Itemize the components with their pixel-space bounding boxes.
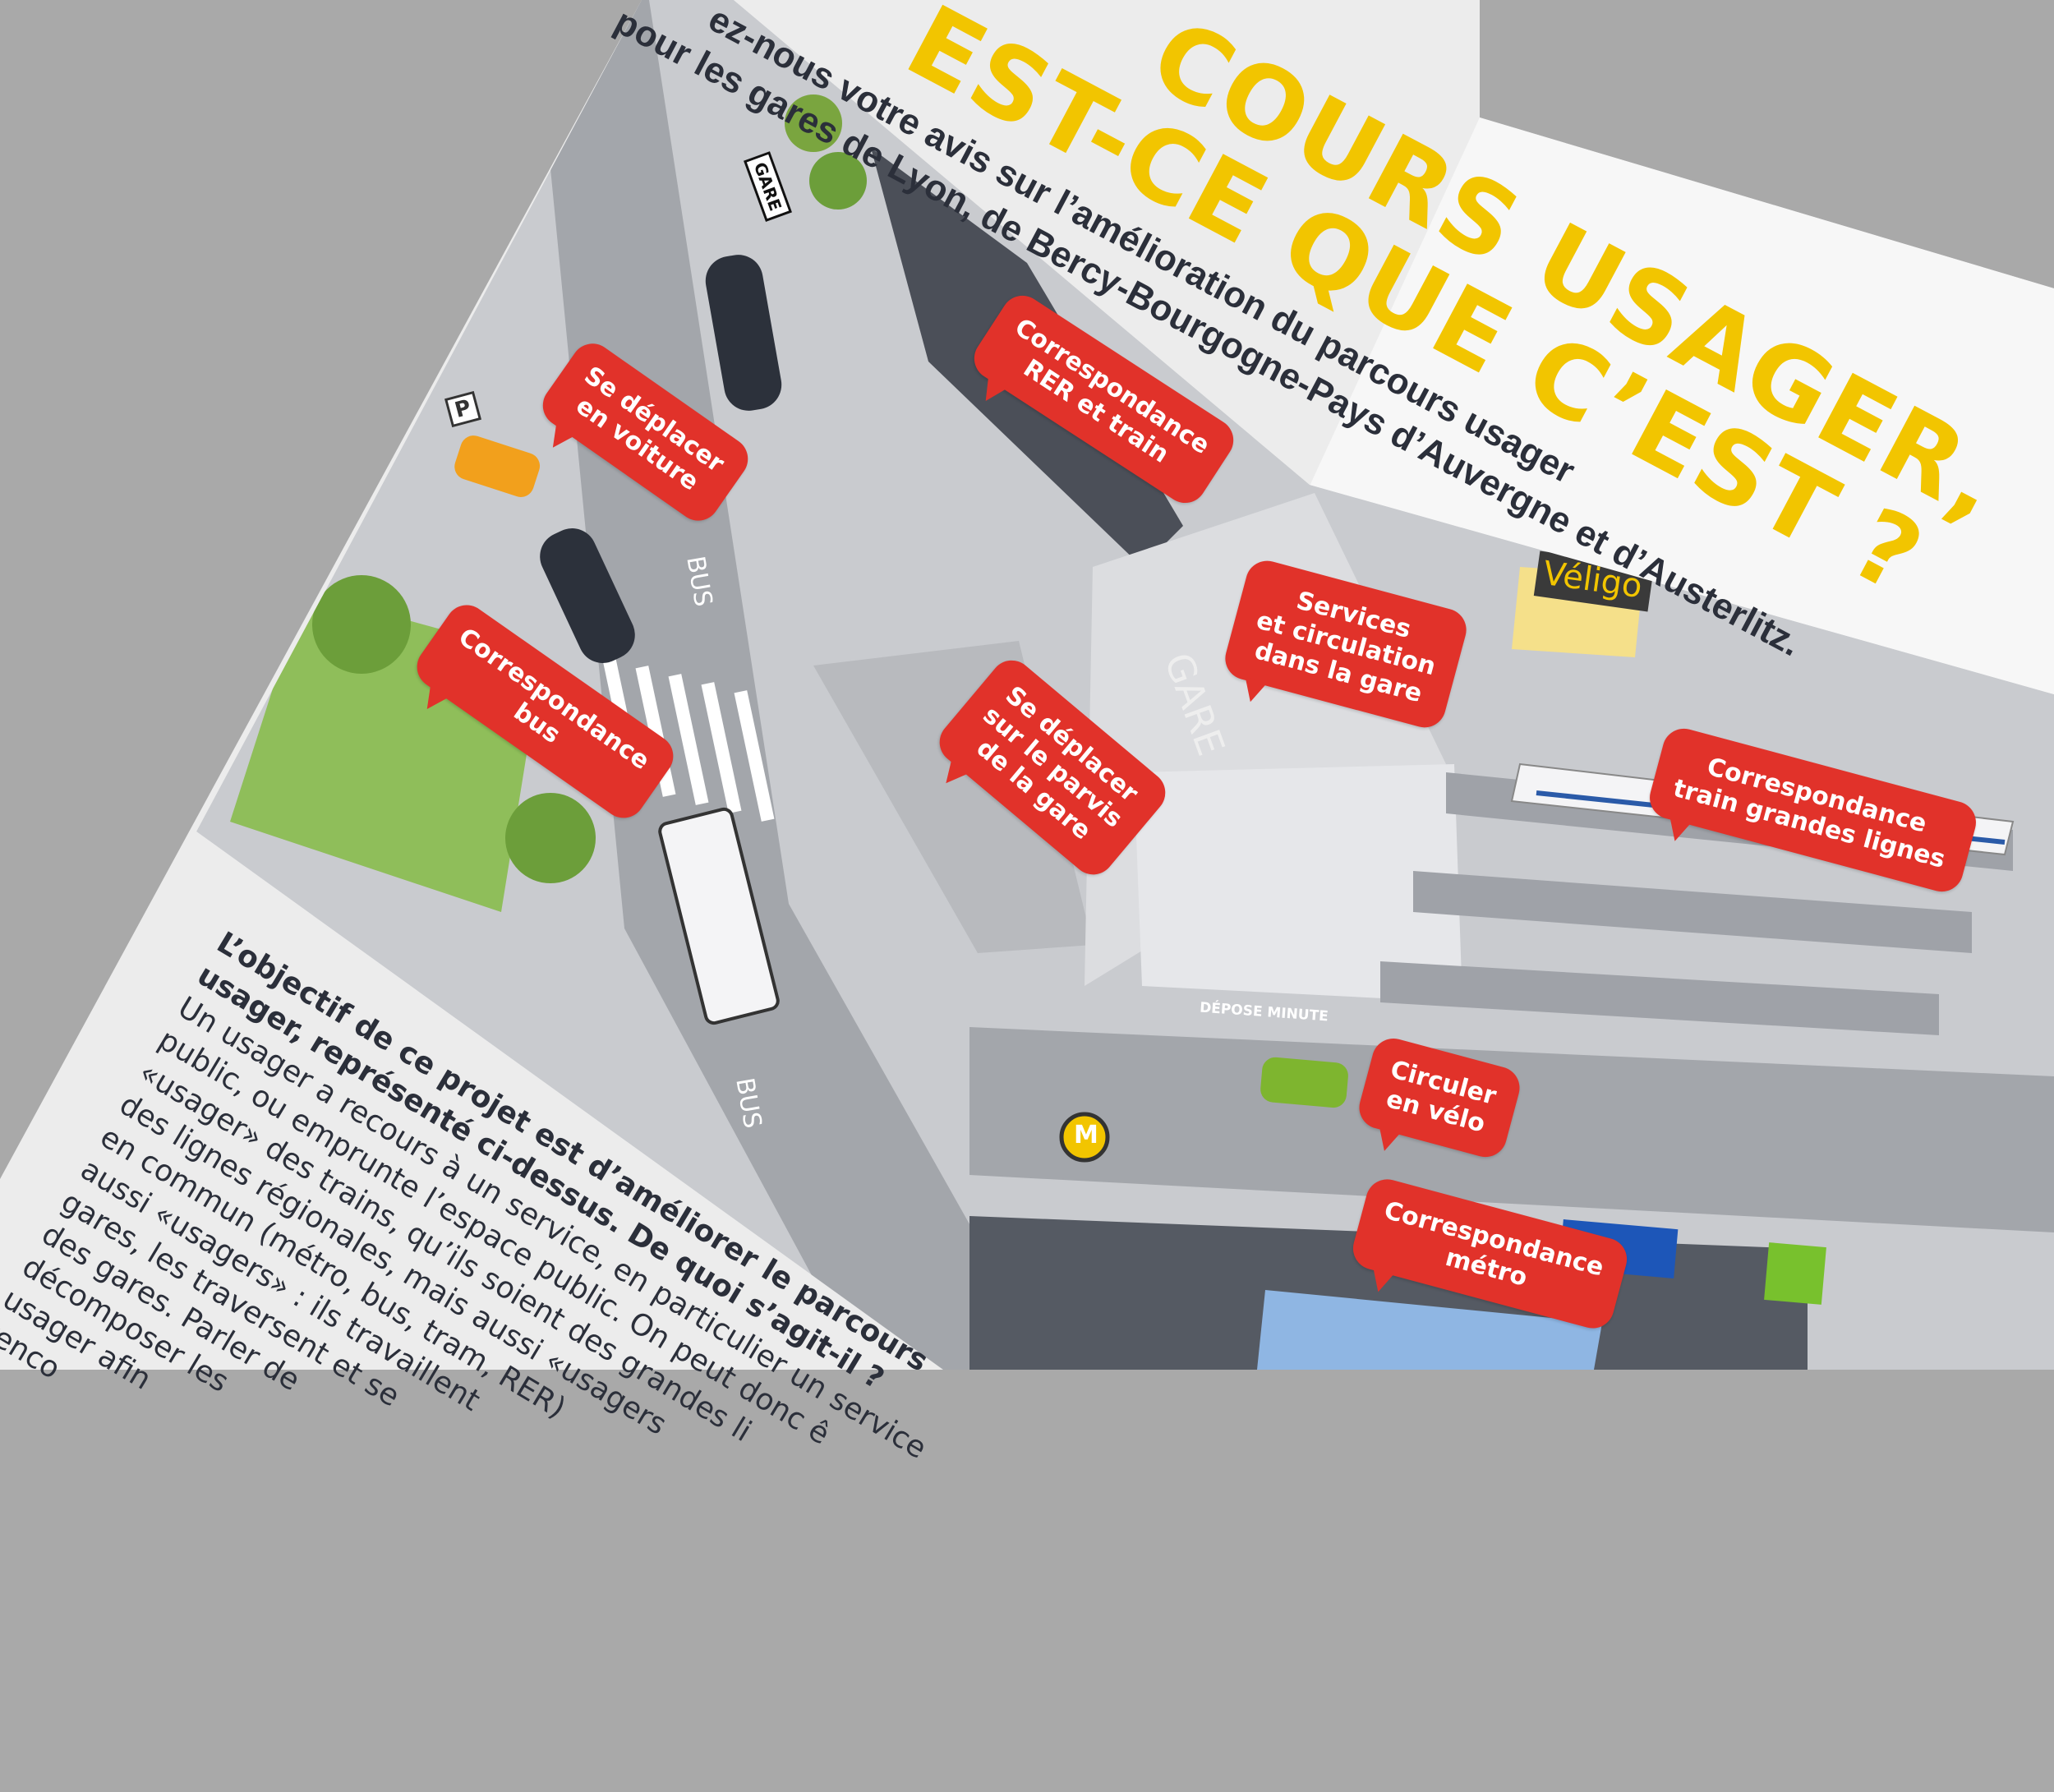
brochure-illustration [0, 0, 2054, 1370]
metro-sign-circle [1059, 1112, 1110, 1163]
green-panel [1764, 1242, 1826, 1305]
road [534, 0, 1052, 1370]
road [969, 1027, 2054, 1232]
bus-vehicle [658, 807, 780, 1025]
metro-sign: M [1074, 1121, 1098, 1149]
bus-shelter [705, 255, 782, 411]
station-map [196, 0, 2054, 1370]
tree [785, 94, 842, 152]
station-annex [1134, 764, 1462, 1002]
green-car [1260, 1057, 1348, 1108]
orange-car [454, 435, 541, 497]
bus-shelter [540, 528, 635, 663]
tree [809, 152, 867, 210]
tree [505, 793, 596, 883]
tree [312, 575, 411, 674]
metro-train [1257, 1290, 1602, 1370]
brochure-photo: COURS USAGER, EST-CE QUE C’EST ? ez-nous… [0, 0, 2054, 1370]
